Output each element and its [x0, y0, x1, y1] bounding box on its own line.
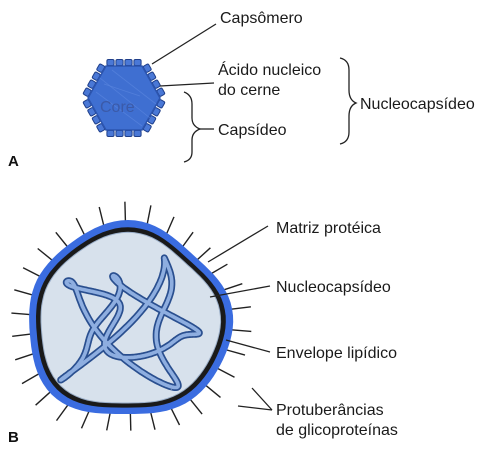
- capsomere: [106, 130, 115, 137]
- panel-b-enveloped-virus: Matriz protéica Nucleocapsídeo Envelope …: [8, 201, 398, 446]
- acido-leader: [159, 82, 215, 87]
- capsid-texture-line: [99, 77, 151, 119]
- capsomere: [106, 59, 115, 66]
- protuberancias-leader-1: [251, 387, 273, 411]
- capsomero-leader: [151, 23, 217, 65]
- nucleocapsideo-leader-b: [209, 285, 271, 298]
- capsomero-label: Capsômero: [220, 10, 303, 27]
- capsid-texture-line: [111, 69, 157, 105]
- protuberancias-label: Protuberâncias: [276, 402, 384, 419]
- acido-nucleico-label: Ácido nucleico: [218, 60, 321, 79]
- capsideo-label: Capsídeo: [218, 122, 287, 139]
- acido-nucleico-label-line2: do cerne: [218, 82, 280, 99]
- core-label: Core: [100, 99, 135, 116]
- nucleocapsid-coil-fill: [58, 256, 202, 390]
- capsideo-bracket: [183, 91, 202, 163]
- protuberancias-leader-2: [237, 405, 273, 411]
- capsid-texture-line: [95, 91, 143, 127]
- envelope-lipidico-label: Envelope lipídico: [276, 345, 397, 362]
- capsomere: [133, 130, 142, 137]
- panel-a-tag: A: [8, 153, 19, 170]
- capsomere: [124, 130, 133, 137]
- nucleocapsid-coil: [57, 254, 203, 391]
- capsid-texture: [95, 69, 157, 127]
- matriz-leader: [207, 225, 269, 263]
- nucleocapsideo-label-b: Nucleocapsídeo: [276, 279, 391, 296]
- panel-a-capsid-virus: Core Capsômero Ácido nucleico do cerne C…: [8, 10, 475, 170]
- envelope-leader: [225, 339, 271, 353]
- panel-b-tag: B: [8, 429, 19, 446]
- capsomere: [133, 59, 142, 66]
- capsid-hexagon: [87, 65, 161, 131]
- protuberancias-label-line2: de glicoproteínas: [276, 422, 398, 439]
- nucleocapsideo-bracket: [339, 57, 358, 145]
- capsomere: [115, 130, 124, 137]
- capsomere: [115, 59, 124, 66]
- nucleocapsideo-label-a: Nucleocapsídeo: [360, 96, 475, 113]
- matriz-proteica-label: Matriz protéica: [276, 220, 381, 237]
- capsid-texture-line: [103, 83, 141, 97]
- capsomere: [124, 59, 133, 66]
